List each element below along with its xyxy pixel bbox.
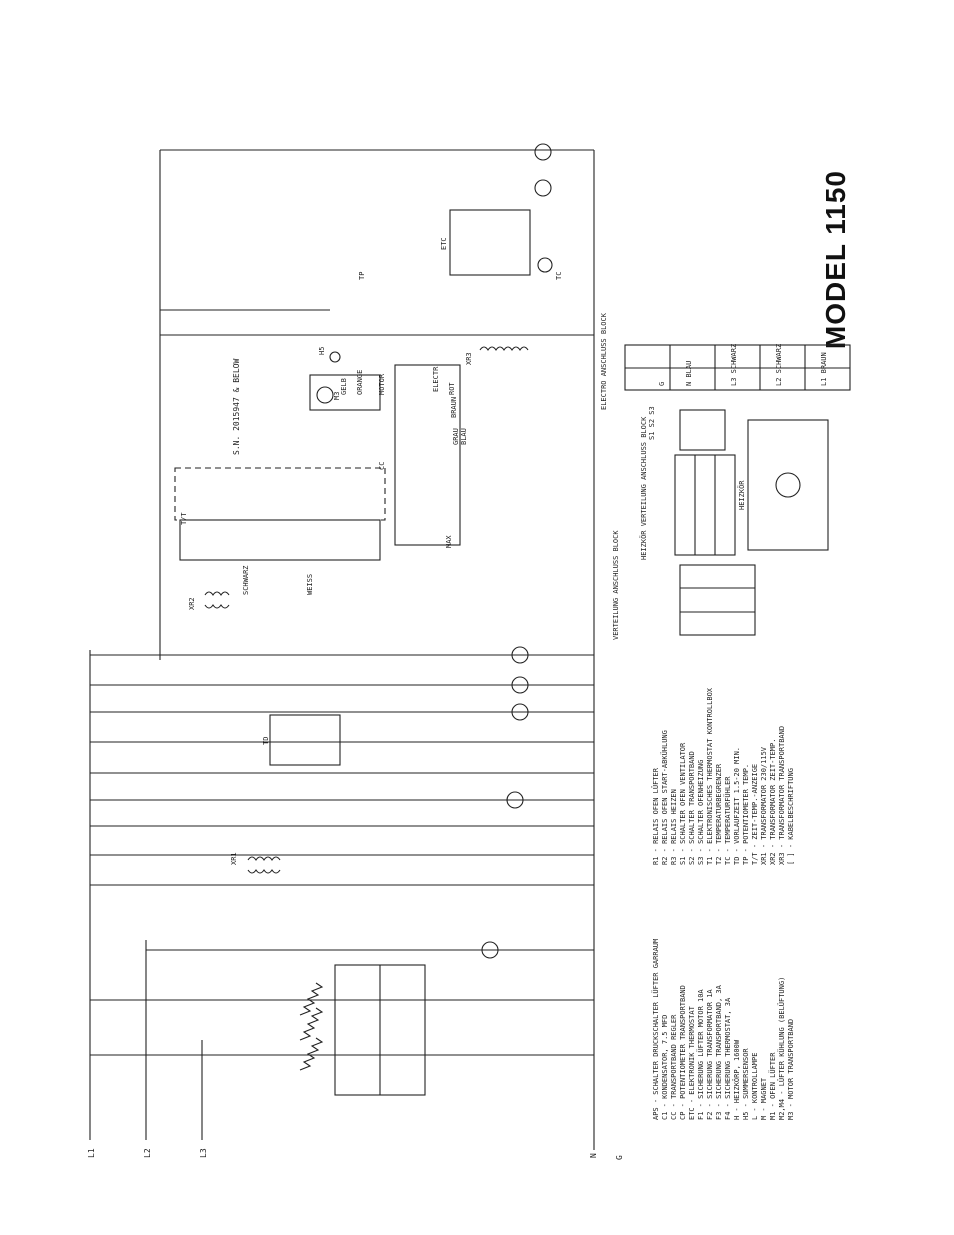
electro-row-g: G xyxy=(658,381,666,386)
electro-row-l2: L2 SCHWARZ xyxy=(775,343,783,386)
legend_right-item: TC - TEMPERATURFÜHLER xyxy=(724,776,732,865)
label-cc: CC xyxy=(378,461,386,470)
legend_right-item: R2 - RELAIS OFEN START-ABKÜHLUNG xyxy=(661,730,669,865)
td-box xyxy=(269,714,341,766)
label-xr2: XR2 xyxy=(188,597,196,610)
label-h5: H5 xyxy=(318,346,326,355)
label-grau: GRAU xyxy=(452,428,460,445)
label-braun: BRAUN xyxy=(450,396,458,418)
heizkoer-block xyxy=(674,409,829,556)
heizkoer-bottom-label: HEIZKÖR xyxy=(738,480,746,510)
label-max: MAX xyxy=(445,535,453,548)
legend_right-item: T/T - ZEIT-TEMP.-ANZEIGE xyxy=(751,763,759,865)
tt-box xyxy=(179,519,381,561)
label-tc: TC xyxy=(555,271,563,280)
transformers xyxy=(204,346,529,874)
legend_right-item: S1 - SCHALTER OFEN VENTILATOR xyxy=(679,742,687,865)
component-boxes xyxy=(174,209,531,766)
electro-row-n: N BLAU xyxy=(685,360,693,386)
legend_left-item: M - MAGNET xyxy=(760,1077,768,1120)
label-orange: ORANGE xyxy=(356,369,364,395)
label-motor: MOTOR xyxy=(378,373,386,395)
heater-elements xyxy=(299,964,426,1096)
label-tp: TP xyxy=(358,271,366,280)
legend_left-item: F3 - SICHERUNG TRANSPORTBAND, 3A xyxy=(715,985,723,1120)
legend_left-item: M1 - OFEN LÜFTER xyxy=(769,1052,777,1120)
electro-header: ELECTRO ANSCHLUSS BLOCK xyxy=(600,313,608,410)
bus-lines xyxy=(89,149,595,1150)
label-blau: BLAU xyxy=(460,428,468,445)
verteilung-block xyxy=(679,564,756,636)
legend_right-item: XR1 - TRANSFORMATOR 230/115V xyxy=(760,746,768,865)
label-rot: ROT xyxy=(448,382,456,395)
legend_right-item: S3 - SCHALTER OFENHEIZUNG xyxy=(697,759,705,865)
legend_left-item: ETC - ELEKTRONIK THERMOSTAT xyxy=(688,1006,696,1120)
line-label-l2: L2 xyxy=(143,1148,152,1158)
legend_right-item: TP - POTENTIOMETER TEMP. xyxy=(742,763,750,865)
label-xr3: XR3 xyxy=(465,352,473,365)
label-schwarz: SCHWARZ xyxy=(242,565,250,595)
legend_left-item: F2 - SICHERUNG TRANSFORMATOR 1A xyxy=(706,989,714,1120)
legend-left: APS - SCHALTER DRUCKSCHALTER LÜFTER GARR… xyxy=(652,939,796,1120)
legend_left-item: C1 - KONDENSATOR, 7.5 MFD xyxy=(661,1014,669,1120)
line-label-l1: L1 xyxy=(87,1148,96,1158)
label-tt: T/T xyxy=(180,512,188,525)
electro-rows: G xyxy=(640,382,685,386)
legend_left-item: APS - SCHALTER DRUCKSCHALTER LÜFTER GARR… xyxy=(652,938,660,1120)
legend_right-item: S2 - SCHALTER TRANSPORTBAND xyxy=(688,751,696,865)
etc-box xyxy=(449,209,531,276)
legend_left-item: CC - TRANSPORTBAND REGLER xyxy=(670,1014,678,1120)
line-label-g: G xyxy=(615,1155,624,1160)
legend_left-item: M3 - MOTOR TRANSPORTBAND xyxy=(787,1018,795,1120)
verteilung-header: VERTEILUNG ANSCHLUSS BLOCK xyxy=(612,530,620,640)
label-weiss: WEISS xyxy=(306,573,314,595)
legend_left-item: L - KONTROLLAMPE xyxy=(751,1052,759,1120)
legend_left-item: F4 - SICHERUNG THERMOSTAT, 3A xyxy=(724,997,732,1120)
sn-label: S.N. 2015947 & BELOW xyxy=(232,358,241,455)
legend_right-item: R1 - RELAIS OFEN LÜFTER xyxy=(652,768,660,865)
line-label-n: N xyxy=(589,1153,598,1158)
legend_left-item: CP - POTENTIOMETER TRANSPORTBAND xyxy=(679,985,687,1120)
legend_right-item: R3 - RELAIS HEIZEN xyxy=(670,789,678,865)
label-etc: ETC xyxy=(440,237,448,250)
electro-row-l1: L1 BRAUN xyxy=(820,352,828,386)
label-electr: ELECTR xyxy=(432,366,440,392)
line-labels: L1 L2 L3 N G xyxy=(87,1148,624,1160)
legend_right-item: TD - VORLAUFZEIT 1.5-20 MIN. xyxy=(733,746,741,865)
label-td: TD xyxy=(262,736,270,745)
motor-m3-box xyxy=(309,374,381,411)
legend_right-item: T2 - TEMPERATURBEGRENZER xyxy=(715,763,723,865)
legend_right-item: T1 - ELEKTRONISCHES THERMOSTAT KONTROLLB… xyxy=(706,687,714,865)
electro-row-l3: L3 SCHWARZ xyxy=(730,343,738,386)
legend_left-item: F1 - SICHERUNG LÜFTER MOTOR 10A xyxy=(697,989,705,1120)
legend_right-item: XR3 - TRANSFORMATOR TRANSPORTBAND xyxy=(778,725,786,865)
line-label-l3: L3 xyxy=(199,1148,208,1158)
legend_left-item: H5 - SUMMERSENSOR xyxy=(742,1048,750,1120)
legend_left-item: H - HEIZKÖRP, 1600W xyxy=(733,1039,741,1120)
cc-dashed-box xyxy=(174,467,386,521)
motor-circles xyxy=(316,143,553,959)
electro-block xyxy=(624,344,851,391)
legend_right-item: [ ] - KABELBESCHRIFTUNG xyxy=(787,768,795,865)
label-gelb: GELB xyxy=(340,378,348,395)
label-xr1: XR1 xyxy=(230,852,238,865)
switches-label: S1 S2 S3 xyxy=(648,406,656,440)
controller-box xyxy=(394,364,461,546)
legend_left-item: M2,M4 - LÜFTER KÜHLUNG (BELÜFTUNG) xyxy=(778,976,786,1120)
legend_right-item: XR2 - TRANSFORMATOR ZEIT-TEMP. xyxy=(769,738,777,865)
